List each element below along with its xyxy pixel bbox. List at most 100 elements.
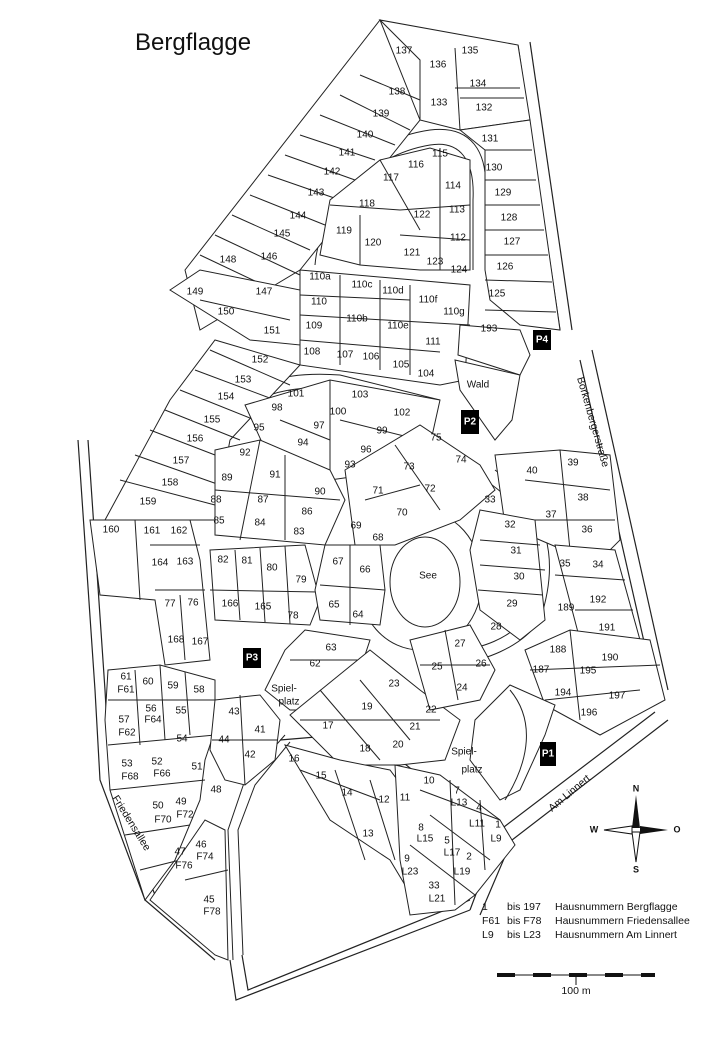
plot-number: F66: [153, 769, 171, 780]
plot-number: 66: [359, 565, 371, 576]
plot-number: F64: [144, 715, 162, 726]
plot-number: 83: [293, 527, 305, 538]
plot-number: F76: [175, 861, 193, 872]
plot-number: 197: [609, 691, 626, 702]
plot-number: 53: [121, 759, 133, 770]
plot-number: 51: [191, 762, 203, 773]
plot-number: 12: [378, 795, 390, 806]
compass-rose: N S W O: [590, 783, 681, 874]
svg-text:P1: P1: [542, 749, 555, 760]
plot-number: 10: [423, 776, 435, 787]
plot-number: 93: [344, 460, 356, 471]
plot-number: 82: [217, 555, 229, 566]
plot-number: 40: [526, 466, 538, 477]
plot-number: L13: [451, 798, 468, 809]
plot-number: 7: [454, 786, 460, 797]
playground-2-label-line2: platz: [461, 765, 482, 776]
parking-p4: P4: [533, 330, 551, 350]
plot-number: 128: [501, 213, 518, 224]
plot-number: 160: [103, 525, 120, 536]
playground-label-line2: platz: [278, 697, 299, 708]
plot-number: 132: [476, 103, 493, 114]
plot-number: 34: [592, 560, 604, 571]
plot-number: 109: [306, 321, 323, 332]
plot-number: 35: [559, 559, 571, 570]
legend-row-3-to: bis L23: [507, 929, 541, 941]
plot-number: 33: [428, 881, 440, 892]
plot-number: 27: [454, 639, 466, 650]
plot-number: 19: [361, 702, 373, 713]
plot-number: 31: [510, 546, 522, 557]
plot-number-labels: 1351361371341331381321391311401151161411…: [103, 46, 626, 918]
plot-number: L19: [454, 867, 471, 878]
plot-number: 46: [195, 840, 207, 851]
plot-number: 162: [171, 526, 188, 537]
plot-number: 48: [210, 785, 222, 796]
plot-number: 74: [455, 455, 467, 466]
plot-number: 62: [309, 659, 321, 670]
plot-number: 167: [192, 637, 209, 648]
legend-row-1-desc: Hausnummern Bergflagge: [555, 901, 678, 913]
playground-2-label-line1: Spiel-: [451, 747, 477, 758]
plot-number: 94: [297, 438, 309, 449]
plot-number: 161: [144, 526, 161, 537]
plot-number: F74: [196, 852, 214, 863]
compass-s: S: [633, 864, 639, 874]
parking-p1: P1: [540, 742, 556, 766]
plot-number: 153: [235, 375, 252, 386]
plot-number: 152: [252, 355, 269, 366]
plot-number: 118: [359, 199, 375, 210]
plot-number: 194: [555, 688, 572, 699]
plot-number: 2: [466, 852, 472, 863]
plot-number: 42: [244, 750, 256, 761]
compass-w: W: [590, 824, 599, 834]
plot-number: 91: [269, 470, 281, 481]
plot-number: 127: [504, 237, 521, 248]
plot-number: 49: [175, 797, 187, 808]
plot-number: 87: [257, 495, 269, 506]
plot-number: 122: [414, 210, 431, 221]
plot-number: 70: [396, 508, 408, 519]
plot-number: 193: [481, 324, 498, 335]
plot-number: 15: [315, 771, 327, 782]
plot-number: L17: [444, 848, 461, 859]
plot-number: 195: [580, 666, 597, 677]
plot-number: 110c: [352, 280, 373, 291]
plot-number: 86: [301, 507, 313, 518]
compass-o: O: [673, 824, 680, 834]
plot-number: 189: [558, 603, 575, 614]
plot-number: 24: [456, 683, 468, 694]
plot-number: 119: [336, 226, 352, 237]
plot-number: 114: [445, 181, 461, 192]
plot-number: 57: [118, 715, 130, 726]
plot-number: 99: [376, 426, 388, 437]
plot-number: 155: [204, 415, 221, 426]
plot-number: 190: [602, 653, 619, 664]
plot-number: 111: [425, 337, 441, 348]
plot-number: 129: [495, 188, 512, 199]
plot-number: 59: [167, 681, 179, 692]
plot-number: 115: [432, 149, 448, 160]
plot-number: 78: [287, 611, 299, 622]
plot-number: 98: [271, 403, 283, 414]
plot-number: 92: [239, 448, 251, 459]
plot-number: L11: [469, 819, 485, 830]
plot-number: 126: [497, 262, 514, 273]
plot-number: 154: [218, 392, 235, 403]
plot-number: 191: [599, 623, 616, 634]
parking-p2: P2: [461, 410, 479, 434]
plot-number: L9: [490, 834, 502, 845]
plot-number: 145: [274, 229, 291, 240]
plot-number: 188: [550, 645, 567, 656]
plot-number: 125: [489, 289, 506, 300]
plot-number: 84: [254, 518, 266, 529]
legend: 1 bis 197 Hausnummern Bergflagge F61 bis…: [482, 901, 690, 941]
plot-number: 22: [425, 705, 437, 716]
plot-number: 140: [357, 130, 374, 141]
plot-number: 25: [431, 662, 443, 673]
plot-number: 28: [490, 622, 502, 633]
plot-number: 107: [337, 350, 354, 361]
plot-number: 196: [581, 708, 598, 719]
plot-number: 30: [513, 572, 525, 583]
plot-number: F72: [176, 810, 194, 821]
